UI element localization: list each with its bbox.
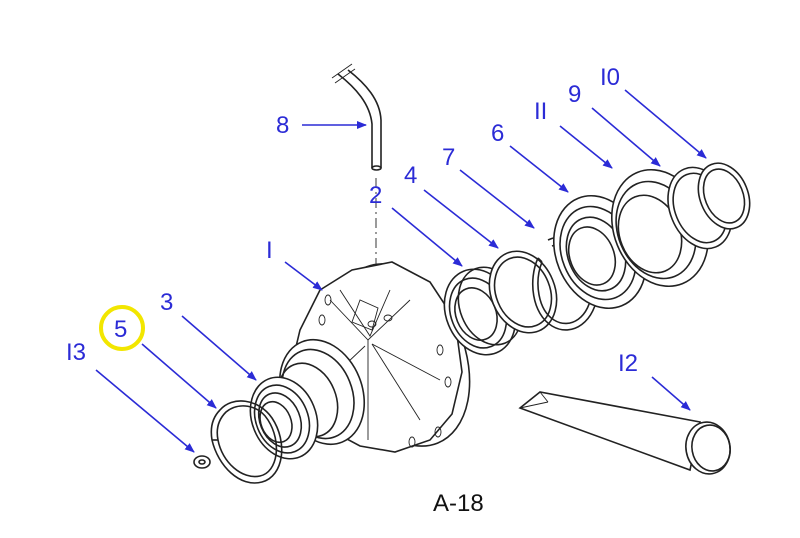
callout-7: 7 <box>442 144 455 171</box>
leader-arrow-7 <box>459 169 535 229</box>
leader-arrow-5 <box>141 343 217 409</box>
callout-5-highlight <box>99 305 145 351</box>
front-seal-part <box>249 376 319 460</box>
housing-part <box>277 261 471 453</box>
seal-ring-part <box>697 162 751 230</box>
leader-arrow-11 <box>559 125 613 169</box>
callout-9: 9 <box>568 81 581 108</box>
callout-13: I3 <box>66 339 86 366</box>
snap-ring-part <box>210 400 283 484</box>
callout-8: 8 <box>276 112 289 139</box>
callout-10: I0 <box>600 64 620 91</box>
leader-arrow-6 <box>509 145 569 193</box>
leader-arrow-3 <box>181 315 257 381</box>
callout-12: I2 <box>618 350 638 377</box>
leader-arrow-12 <box>651 376 691 411</box>
leader-arrow-10 <box>624 89 707 159</box>
callout-6: 6 <box>491 120 504 147</box>
washer-part <box>193 455 211 469</box>
leader-arrow-2 <box>391 207 463 267</box>
grease-tube-part <box>518 391 731 475</box>
callout-3: 3 <box>160 289 173 316</box>
callout-5: 5 <box>114 316 127 343</box>
callout-11: II <box>534 98 547 125</box>
leader-arrow-4 <box>423 189 499 249</box>
callout-1: I <box>266 237 273 264</box>
callout-4: 4 <box>404 162 417 189</box>
leader-arrow-9 <box>591 107 661 167</box>
leader-arrow-1 <box>284 261 323 291</box>
leader-arrow-13 <box>95 369 195 453</box>
callout-2: 2 <box>369 182 382 209</box>
figure-label: A-18 <box>433 490 484 517</box>
leader-arrows <box>95 89 707 453</box>
